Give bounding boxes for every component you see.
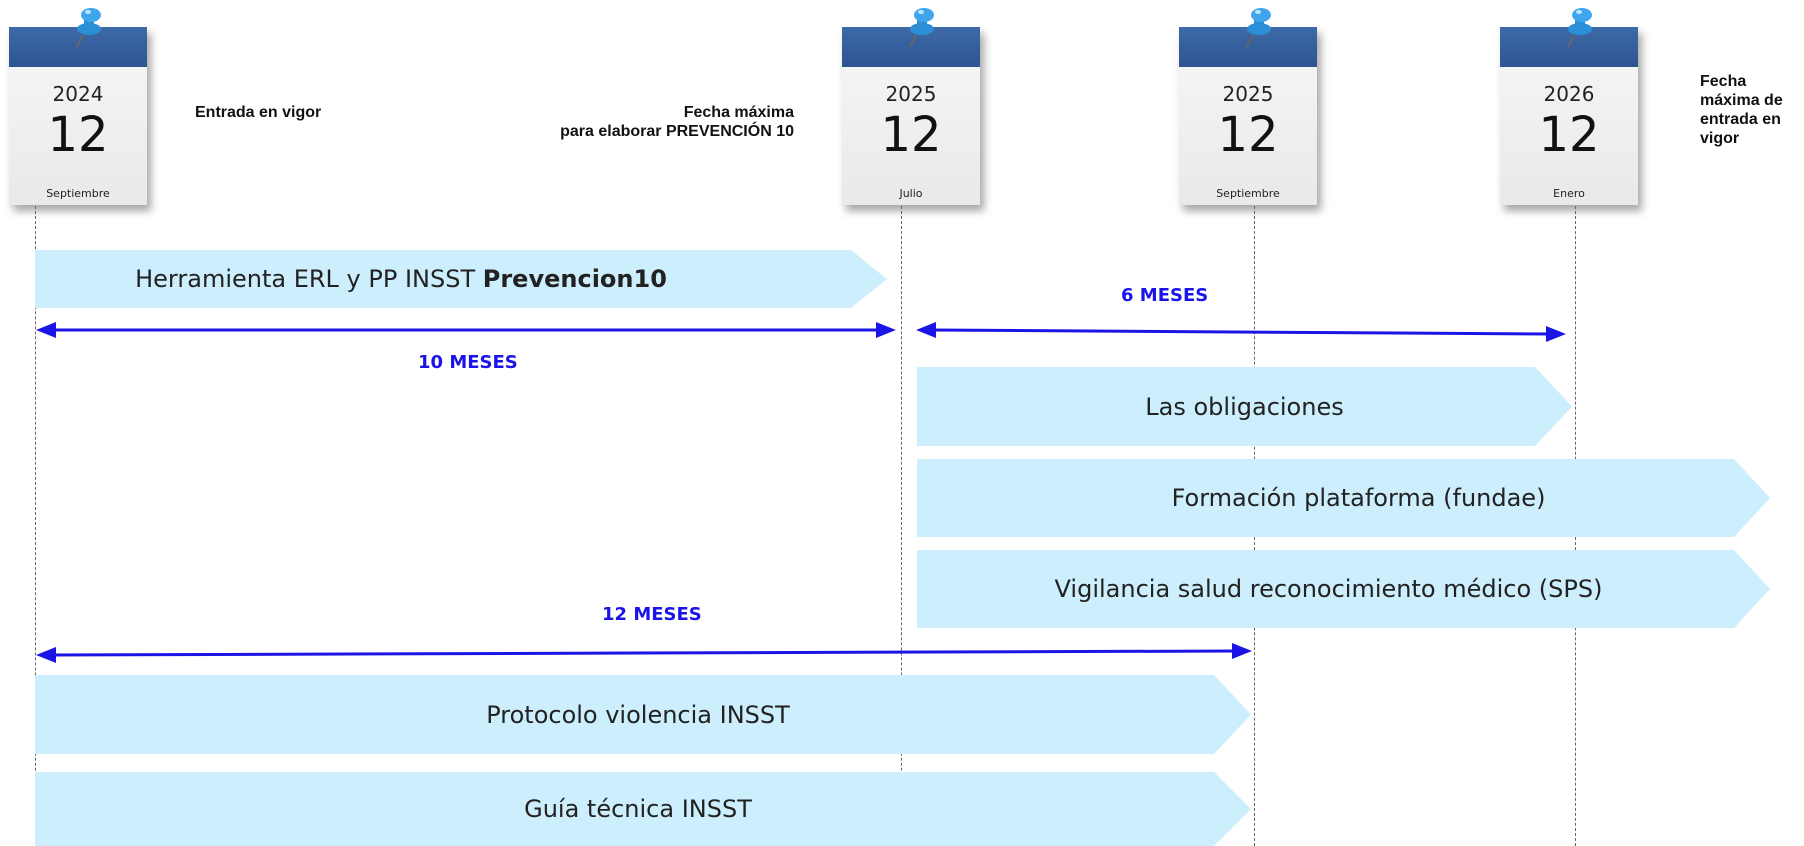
calendar-year: 2025	[1222, 82, 1274, 106]
pushpin-icon	[1560, 5, 1600, 49]
bar-herramienta-prevencion10: Herramienta ERL y PP INSST Prevencion10	[35, 250, 887, 308]
bar-label: Herramienta ERL y PP INSST Prevencion10	[35, 265, 887, 293]
bar-las-obligaciones: Las obligaciones	[917, 367, 1572, 446]
calendar-month: Septiembre	[1216, 187, 1280, 200]
note-entrada-en-vigor: Entrada en vigor	[195, 103, 321, 122]
arrow-12-meses	[36, 643, 1252, 663]
milestone-line	[35, 206, 36, 846]
pushpin-icon	[69, 5, 109, 49]
note-fecha-maxima-prevencion10: Fecha máxima para elaborar PREVENCIÓN 10	[480, 103, 794, 141]
arrow-6-meses	[916, 322, 1566, 342]
bar-label: Vigilancia salud reconocimiento médico (…	[1054, 575, 1603, 603]
calendar-month: Septiembre	[46, 187, 110, 200]
calendar-2025-septiembre: 2025 12 Septiembre	[1179, 8, 1317, 205]
bar-label-text: Herramienta ERL y PP INSST	[135, 265, 483, 293]
bar-label: Formación plataforma (fundae)	[1171, 484, 1546, 512]
bar-label: Guía técnica INSST	[524, 795, 752, 823]
calendar-2026-enero: 2026 12 Enero	[1500, 8, 1638, 205]
note-line: Fecha máxima	[683, 104, 794, 121]
bar-label: Protocolo violencia INSST	[486, 700, 790, 729]
note-line: Fecha	[1700, 73, 1747, 90]
calendar-day: 12	[880, 107, 942, 163]
calendar-year: 2026	[1543, 82, 1595, 106]
calendar-year: 2024	[52, 82, 104, 106]
note-text: Entrada en vigor	[195, 104, 322, 121]
pushpin-icon	[1239, 5, 1279, 49]
calendar-2025-julio: 2025 12 Julio	[842, 8, 980, 205]
bar-label: Las obligaciones	[1145, 392, 1344, 421]
calendar-year: 2025	[885, 82, 937, 106]
bar-vigilancia-salud: Vigilancia salud reconocimiento médico (…	[917, 550, 1770, 628]
calendar-day: 12	[1217, 107, 1279, 163]
note-line: entrada en	[1700, 111, 1781, 128]
calendar-month: Julio	[899, 187, 923, 200]
pushpin-icon	[902, 5, 942, 49]
bar-label-bold: Prevencion10	[482, 265, 667, 293]
duration-label-12-meses: 12 MESES	[602, 604, 702, 625]
arrow-10-meses	[36, 322, 896, 338]
note-line: máxima de	[1700, 92, 1783, 109]
bar-formacion-plataforma: Formación plataforma (fundae)	[917, 459, 1770, 537]
note-line: para elaborar PREVENCIÓN 10	[560, 123, 794, 140]
calendar-month: Enero	[1553, 187, 1585, 200]
note-fecha-maxima-entrada-vigor: Fecha máxima de entrada en vigor	[1700, 72, 1800, 148]
duration-label-10-meses: 10 MESES	[418, 352, 518, 373]
milestone-line	[901, 206, 902, 846]
calendar-day: 12	[47, 107, 109, 163]
duration-label-6-meses: 6 MESES	[1121, 285, 1209, 306]
calendar-day: 12	[1538, 107, 1600, 163]
bar-protocolo-violencia: Protocolo violencia INSST	[35, 675, 1251, 754]
bar-guia-tecnica: Guía técnica INSST	[35, 772, 1251, 846]
calendar-2024-septiembre: 2024 12 Septiembre	[9, 8, 147, 205]
note-line: vigor	[1700, 130, 1740, 147]
